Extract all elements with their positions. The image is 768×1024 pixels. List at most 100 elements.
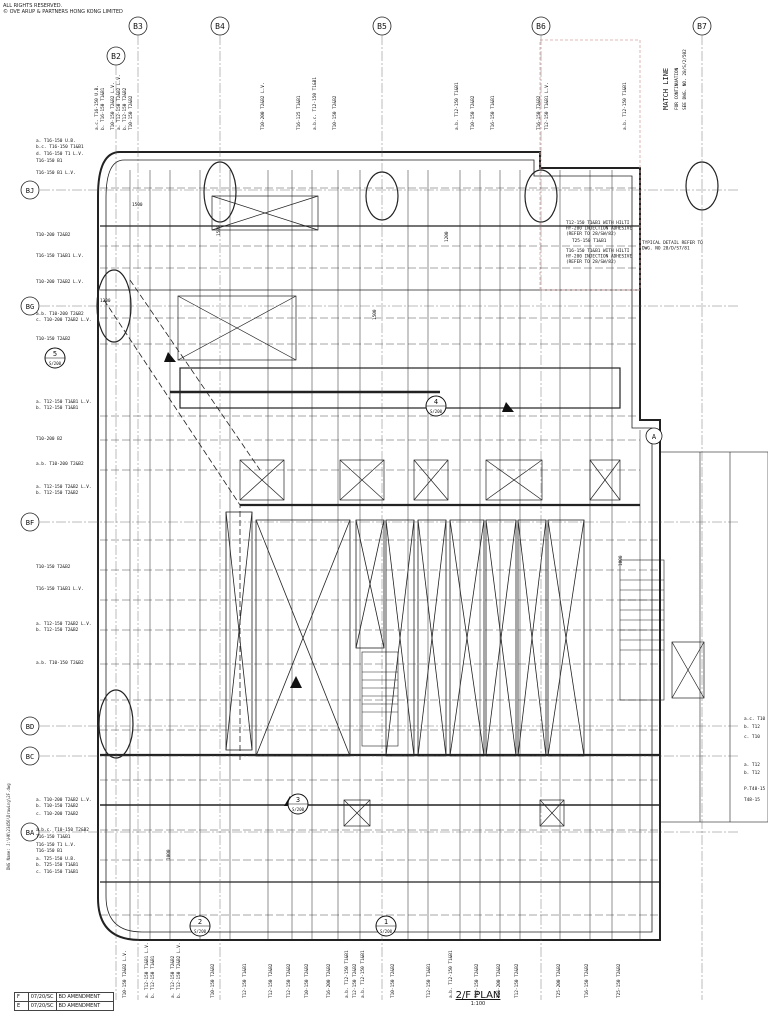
left-rebar-label: a. T12-150 T2&B2 L.V. [36, 484, 92, 490]
bottom-rebar-label: T12-150 T2&B2 [514, 963, 520, 998]
grid-bubble-ba [20, 822, 40, 842]
section-number: 3 [296, 796, 300, 804]
top-rebar-label: T10-150 T2&B2 [470, 95, 476, 130]
rebar-lines [129, 170, 641, 940]
grid-label-b4: B4 [215, 22, 225, 31]
right-rebar-label: b. T12 [744, 770, 760, 776]
left-rebar-label: a.b. T10-150 T2&B2 [36, 660, 84, 666]
section-sheet: S/200 [292, 807, 305, 812]
right-rebar-label: b. T12 [744, 724, 760, 730]
left-rebar-label: c. T10-200 T2&B2 [36, 811, 79, 817]
copyright-line-2: © OVE ARUP & PARTNERS HONG KONG LIMITED [3, 9, 123, 15]
left-rebar-label: a. T12-150 T2&B2 L.V. [36, 621, 92, 627]
right-rebar-label: a. T12 [744, 762, 760, 768]
bottom-rebar-label: T10-150 T2&B2 [390, 963, 396, 998]
copyright-line-1: ALL RIGHTS RESERVED. [3, 3, 63, 9]
bottom-rebar-label: T16-150 T2&B2 [584, 963, 590, 998]
stair [361, 559, 665, 747]
top-rebar-label: T10-150 T2&B2 [128, 95, 134, 130]
plan-title-block: 2/F PLAN 1:100 [448, 990, 508, 1007]
top-rebar-label: b. T12-150 T2&B2 [122, 87, 128, 130]
rebar-note: T25-150 T1&B1 [572, 238, 607, 244]
left-rebar-label: a.b. T10-200 T2&B2 [36, 311, 84, 317]
top-rebar-label: T16-150 T1&B1 [490, 95, 496, 130]
revision-desc: BD AMENDMENT [58, 994, 101, 1000]
detail-marker-label: A [652, 433, 657, 441]
right-rebar-label: T48-15 [744, 797, 760, 803]
grid-label-bj: BJ [26, 187, 34, 195]
detail-marker [645, 427, 663, 445]
left-rebar-label: b. T12-150 T2&B2 [36, 490, 79, 496]
revision-desc: BD AMENDMENT [58, 1003, 101, 1009]
left-rebar-label: a. T10-200 T2&B2 L.V. [36, 797, 92, 803]
left-rebar-label: b. T25-150 T1&B1 [36, 862, 79, 868]
top-rebar-label: T10-200 T2&B2 L.V. [260, 82, 266, 130]
grid-bubble-bj [20, 180, 40, 200]
bottom-rebar-label: T12-150 T1&B1 [426, 963, 432, 998]
bottom-rebar-label: T10-150 T2&B2 [304, 963, 310, 998]
left-rebar-label: d. T16-150 T1 L.V. [36, 151, 84, 157]
right-rebar-label: a.c. T10 [744, 716, 766, 722]
bottom-rebar-label: T25-200 T2&B2 [556, 963, 562, 998]
bottom-rebar-label: a. T12-150 T1&B1 L.V. [144, 942, 150, 998]
bottom-rebar-label: a.b. T12-150 T1&B1 [344, 950, 350, 998]
section-number: 1 [384, 918, 388, 926]
bottom-rebar-label: T10-150 T2&B2 [210, 963, 216, 998]
rebar-horizontals [100, 187, 660, 916]
left-rebar-label: c. T16-150 T1&B1 [36, 869, 79, 875]
dimension-label: 1200 [444, 231, 450, 242]
grid-bubble-bc [20, 746, 40, 766]
grid-label-b3: B3 [133, 22, 143, 31]
grid-label-b7: B7 [697, 22, 707, 31]
left-rebar-label: T16-150 B1 [36, 848, 63, 854]
left-rebar-label: T16-150 B1 L.V. [36, 170, 76, 176]
left-rebar-label: T16-150 B1 [36, 158, 63, 164]
plan-linework [96, 39, 768, 941]
adjacent-building [659, 451, 768, 823]
match-line-note: SEE DWG. NO. 28/S/2/502 [682, 49, 688, 110]
grid-label-ba: BA [26, 829, 35, 837]
grid-bubble-bf [20, 512, 40, 532]
left-rebar-label: T16-150 T1 L.V. [36, 842, 76, 848]
top-rebar-label: b. T16-150 T1&B1 [100, 87, 106, 130]
bottom-rebar-label: T16-200 T2&B2 [326, 963, 332, 998]
bottom-rebar-label: T12-150 T2&B2 [286, 963, 292, 998]
plan-scale: 1:100 [470, 1001, 486, 1007]
dimension-label: 1000 [618, 555, 624, 566]
bottom-rebar-label: a. T12-150 T2&B2 [170, 955, 176, 998]
top-rebar-label: a.b.c. T12-150 T1&B1 [312, 77, 318, 130]
left-rebar-label: b.c. T16-150 T1&B1 [36, 144, 84, 150]
label-layer: a. T16-150 U.B.b.c. T16-150 T1&B1d. T16-… [36, 49, 766, 998]
section-number: 2 [198, 918, 202, 926]
right-rebar-label: P.T48-15 [744, 786, 766, 792]
left-rebar-label: b. T12-150 T1&B1 [36, 405, 79, 411]
bottom-rebar-label: T16-200 T2&B2 [496, 963, 502, 998]
section-arrows [164, 352, 514, 806]
bottom-rebar-label: T25-150 T2&B2 [616, 963, 622, 998]
top-rebar-label: T12-150 T1&B1 L.V. [544, 82, 550, 130]
top-rebar-label: a. T12-150 T2&B2 L.V. [116, 74, 122, 130]
left-rebar-label: c. T10-200 T2&B2 L.V. [36, 317, 92, 323]
left-rebar-label: T10-200 T2&B2 L.V. [36, 279, 84, 285]
match-line-label: MATCH LINE [662, 68, 670, 110]
top-rebar-label: T16-125 T1&B1 [296, 95, 302, 130]
dimension-label: 1500 [372, 309, 378, 320]
left-rebar-label: b. T10-150 T2&B2 [36, 803, 79, 809]
left-rebar-label: T10-200 B2 [36, 436, 63, 442]
copyright-note: ALL RIGHTS RESERVED. © OVE ARUP & PARTNE… [3, 3, 123, 15]
grid-label-bg: BG [26, 303, 34, 311]
left-rebar-label: T16-150 T1&B1 L.V. [36, 253, 84, 259]
left-rebar-label: a.b. T10-200 T2&B2 [36, 461, 84, 467]
top-rebar-label: a.b. T12-150 T1&B1 [454, 82, 460, 130]
grid-label-b6: B6 [536, 22, 546, 31]
section-number: 4 [434, 398, 438, 406]
bottom-rebar-label: T12-150 T1&B1 [242, 963, 248, 998]
revision-rev: F [15, 993, 29, 1001]
bottom-rebar-label: T12-150 T2&B2 [268, 963, 274, 998]
